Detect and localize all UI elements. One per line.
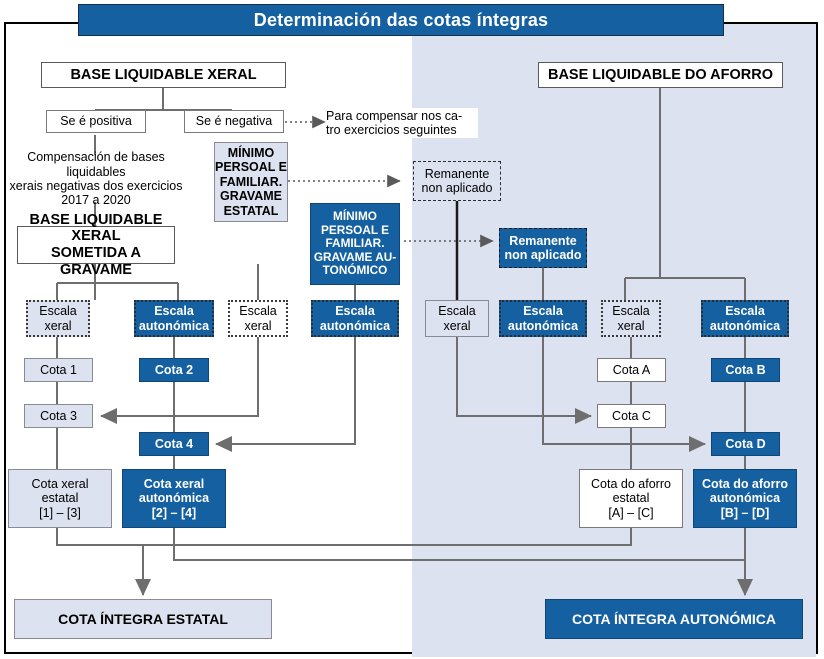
cota-xeral-estatal[interactable]: Cota xeral estatal [1] – [3] xyxy=(8,469,112,528)
escala-xeral-1[interactable]: Escala xeral xyxy=(26,300,90,337)
escala-autonomica-2[interactable]: Escala autonómica xyxy=(311,300,399,337)
remanente-non-aplicado-autonomico[interactable]: Remanente non aplicado xyxy=(499,228,587,268)
branch-negative[interactable]: Se é negativa xyxy=(184,110,284,133)
cota-do-aforro-autonomica[interactable]: Cota do aforro autonómica [B] – [D] xyxy=(693,469,797,528)
remanente-non-aplicado-estatal[interactable]: Remanente non aplicado xyxy=(413,161,501,201)
cota-a[interactable]: Cota A xyxy=(597,358,666,382)
cota-4[interactable]: Cota 4 xyxy=(139,432,209,456)
base-liquidable-xeral-sometida-gravame[interactable]: BASE LIQUIDABLE XERAL SOMETIDA A GRAVAME xyxy=(17,212,175,278)
escala-autonomica-3[interactable]: Escala autonómica xyxy=(499,300,587,337)
cota-c[interactable]: Cota C xyxy=(597,404,666,428)
escala-autonomica-4[interactable]: Escala autonómica xyxy=(701,300,789,337)
cota-1[interactable]: Cota 1 xyxy=(24,358,93,382)
base-liquidable-xeral-header[interactable]: BASE LIQUIDABLE XERAL xyxy=(41,62,286,88)
compensation-note: Compensación de bases liquidables xerais… xyxy=(8,150,184,208)
cota-3[interactable]: Cota 3 xyxy=(24,404,93,428)
minimo-persoal-familiar-gravame-autonomico[interactable]: MÍNIMO PERSOAL E FAMILIAR. GRAVAME AU- T… xyxy=(310,203,400,285)
escala-xeral-2[interactable]: Escala xeral xyxy=(228,300,288,337)
cota-do-aforro-estatal[interactable]: Cota do aforro estatal [A] – [C] xyxy=(579,469,683,528)
page-title: Determinación das cotas íntegras xyxy=(78,4,724,36)
cota-2[interactable]: Cota 2 xyxy=(139,358,209,382)
cota-b[interactable]: Cota B xyxy=(711,358,780,382)
escala-xeral-3[interactable]: Escala xeral xyxy=(425,300,489,337)
minimo-persoal-familiar-gravame-estatal[interactable]: MÍNIMO PERSOAL E FAMILIAR. GRAVAME ESTAT… xyxy=(214,142,288,222)
branch-positive[interactable]: Se é positiva xyxy=(46,110,146,133)
cota-xeral-autonomica[interactable]: Cota xeral autonómica [2] – [4] xyxy=(122,469,226,528)
page-title-text: Determinación das cotas íntegras xyxy=(253,9,549,30)
cota-integra-autonomica[interactable]: COTA ÍNTEGRA AUTONÓMICA xyxy=(545,599,803,639)
escala-xeral-4[interactable]: Escala xeral xyxy=(601,300,661,337)
cota-d[interactable]: Cota D xyxy=(711,432,780,456)
cota-integra-estatal[interactable]: COTA ÍNTEGRA ESTATAL xyxy=(14,599,272,639)
base-liquidable-do-aforro-header[interactable]: BASE LIQUIDABLE DO AFORRO xyxy=(538,62,783,88)
escala-autonomica-1[interactable]: Escala autonómica xyxy=(134,300,214,337)
carryforward-note: Para compensar nos ca- tro exercicios se… xyxy=(326,108,478,138)
